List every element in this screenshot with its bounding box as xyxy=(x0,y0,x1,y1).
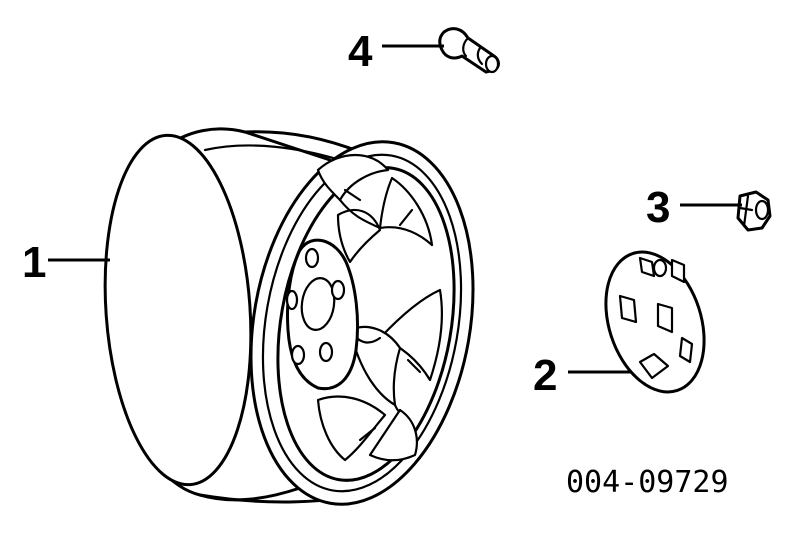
valve-stem-drawing xyxy=(438,27,500,74)
lug-nut-drawing xyxy=(736,190,772,232)
callout-4: 4 xyxy=(348,27,373,76)
drawing-part-number: 004-09729 xyxy=(566,465,729,500)
callout-2: 2 xyxy=(533,351,557,400)
callout-1: 1 xyxy=(22,238,46,287)
callout-3: 3 xyxy=(646,183,670,232)
wheel-drawing xyxy=(103,127,475,506)
center-cap-drawing xyxy=(604,250,706,394)
